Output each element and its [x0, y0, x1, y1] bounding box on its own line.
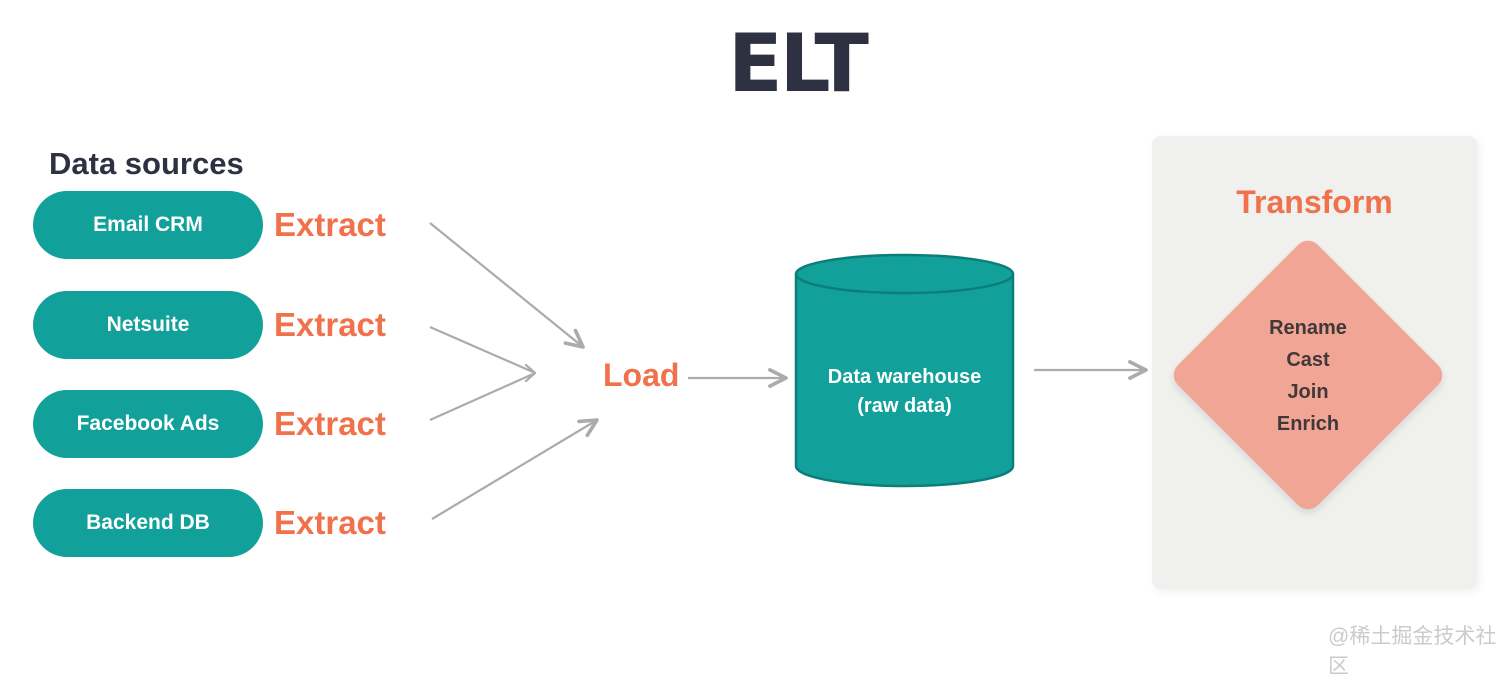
transform-operation: Rename: [1269, 317, 1347, 339]
source-pill-label: Facebook Ads: [76, 412, 220, 435]
extract-label-facebook-ads: Extract: [274, 405, 386, 442]
source-pill-backend-db: Backend DB: [33, 489, 263, 557]
warehouse-label-line1: Data warehouse: [827, 366, 982, 388]
source-pill-label: Netsuite: [106, 313, 190, 336]
watermark: @稀土掘金技术社区: [1328, 625, 1497, 678]
arrow-netsuite-to-load: [429, 325, 534, 374]
extract-label-backend-db: Extract: [274, 504, 386, 541]
arrow-converge-head-icon: [524, 363, 537, 383]
source-pill-netsuite: Netsuite: [33, 291, 263, 359]
source-pill-email-crm: Email CRM: [33, 191, 263, 259]
arrow-email-crm-to-load: [429, 222, 585, 349]
transform-operation: Cast: [1286, 349, 1330, 371]
diagram-arrows-layer: [429, 222, 1148, 520]
database-cylinder-icon: [794, 253, 1015, 488]
transform-operations-list: Rename Cast Join Enrich: [1208, 312, 1408, 440]
arrow-facebook-ads-to-load: [429, 372, 534, 422]
elt-diagram: ELT Data sources Email CRM Netsuite Face…: [33, 17, 1496, 678]
load-label: Load: [603, 357, 680, 393]
arrow-backend-db-to-load: [431, 418, 599, 520]
data-sources-heading: Data sources: [49, 146, 244, 181]
warehouse-label-line2: (raw data): [857, 395, 952, 417]
extract-label-netsuite: Extract: [274, 306, 386, 343]
warehouse-label: Data warehouse (raw data): [794, 363, 1015, 421]
source-pill-facebook-ads: Facebook Ads: [33, 390, 263, 458]
transform-operation: Enrich: [1276, 413, 1340, 435]
extract-label-email-crm: Extract: [274, 206, 386, 243]
transform-operation: Join: [1287, 381, 1329, 403]
source-pill-label: Backend DB: [86, 511, 210, 534]
transform-heading: Transform: [1236, 184, 1393, 220]
source-pill-label: Email CRM: [93, 213, 203, 236]
page-title: ELT: [728, 17, 869, 110]
